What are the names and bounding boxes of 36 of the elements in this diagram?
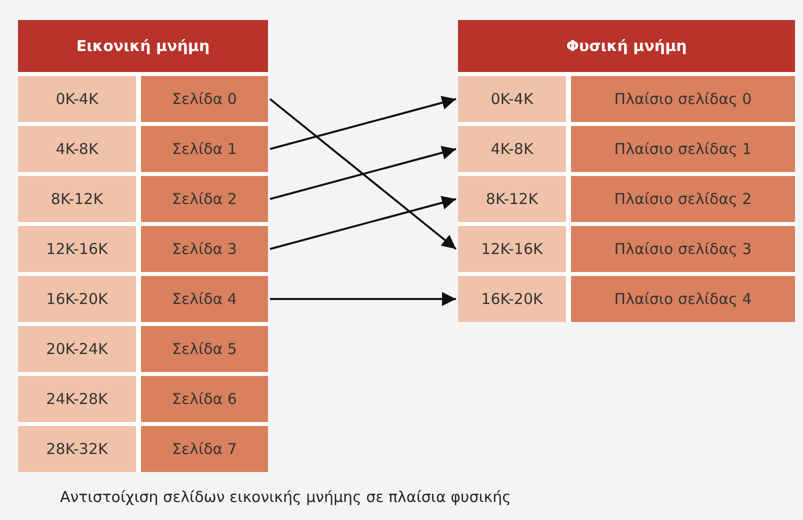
page-cell: Σελίδα 5 [141, 326, 268, 372]
page-cell: Σελίδα 4 [141, 276, 268, 322]
address-cell: 8K-12K [458, 176, 566, 222]
page-cell: Σελίδα 1 [141, 126, 268, 172]
page-cell: Σελίδα 2 [141, 176, 268, 222]
address-cell: 20K-24K [18, 326, 136, 372]
address-cell: 4K-8K [458, 126, 566, 172]
caption: Αντιστοίχιση σελίδων εικονικής μνήμης σε πλαίσια φυσικής [60, 488, 511, 506]
address-cell: 28K-32K [18, 426, 136, 472]
address-cell: 16K-20K [458, 276, 566, 322]
page-cell: Σελίδα 7 [141, 426, 268, 472]
page-cell: Σελίδα 3 [141, 226, 268, 272]
frame-cell: Πλαίσιο σελίδας 1 [571, 126, 795, 172]
frame-cell: Πλαίσιο σελίδας 2 [571, 176, 795, 222]
address-cell: 0K-4K [458, 76, 566, 122]
address-cell: 4K-8K [18, 126, 136, 172]
address-cell: 12K-16K [458, 226, 566, 272]
page-cell: Σελίδα 0 [141, 76, 268, 122]
address-cell: 8K-12K [18, 176, 136, 222]
frame-cell: Πλαίσιο σελίδας 0 [571, 76, 795, 122]
page-cell: Σελίδα 6 [141, 376, 268, 422]
address-cell: 0K-4K [18, 76, 136, 122]
address-cell: 12K-16K [18, 226, 136, 272]
table-header: Φυσική μνήμη [458, 20, 795, 72]
table-header: Εικονική μνήμη [18, 20, 268, 72]
memory-table [18, 20, 268, 472]
arrow [270, 96, 456, 150]
address-cell: 16K-20K [18, 276, 136, 322]
arrow [270, 146, 456, 200]
arrow [270, 196, 456, 250]
frame-cell: Πλαίσιο σελίδας 4 [571, 276, 795, 322]
arrow [270, 292, 456, 306]
frame-cell: Πλαίσιο σελίδας 3 [571, 226, 795, 272]
memory-table [458, 20, 795, 322]
address-cell: 24K-28K [18, 376, 136, 422]
arrow [269, 98, 457, 250]
